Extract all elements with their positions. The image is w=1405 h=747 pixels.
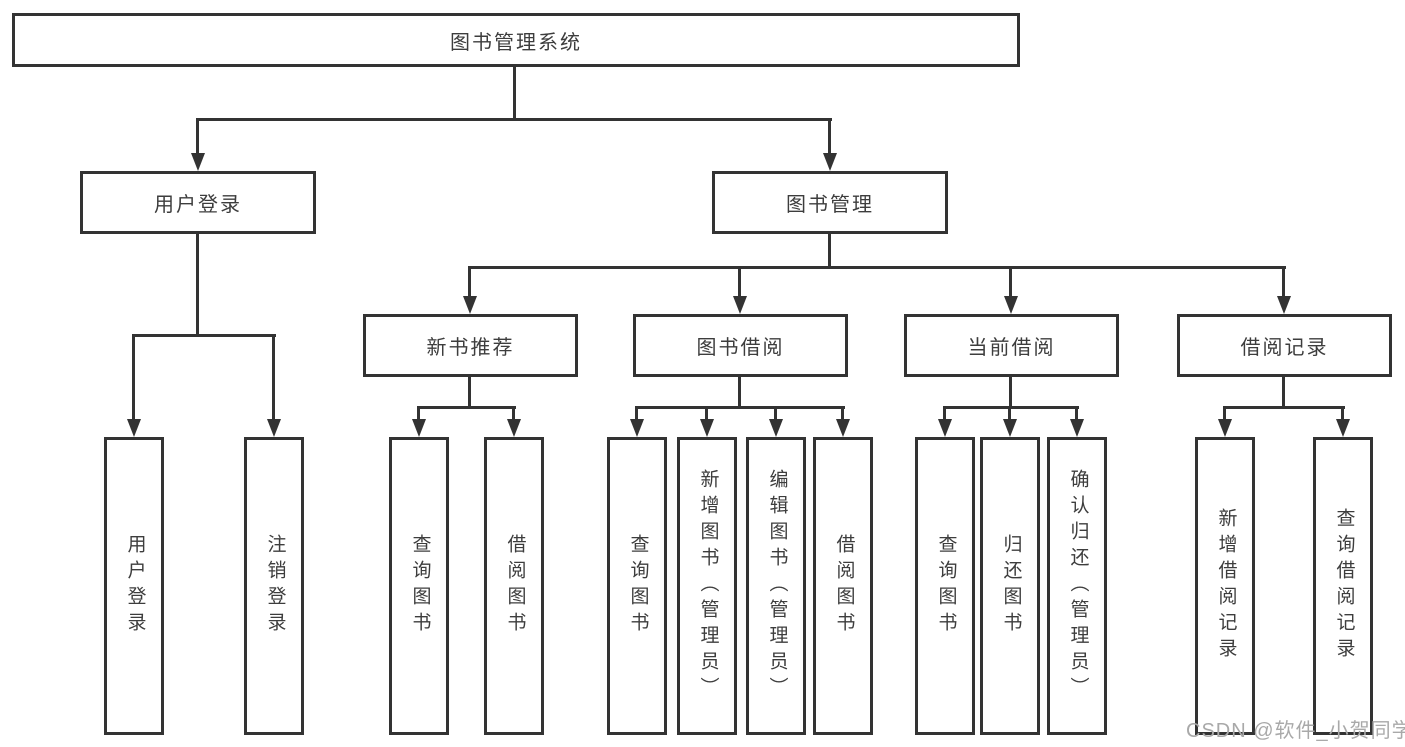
connector-to-new-book bbox=[468, 269, 471, 297]
leaf-label: 借阅图书 bbox=[833, 534, 855, 638]
arrowhead-icon bbox=[267, 419, 281, 437]
connector-leaf-line bbox=[512, 408, 515, 420]
connector-to-book-management bbox=[828, 120, 831, 154]
arrowhead-icon bbox=[938, 419, 952, 437]
connector-borrowing-records-rail bbox=[1223, 406, 1345, 409]
connector-user-login-stem bbox=[196, 234, 199, 336]
node-book-management: 图书管理 bbox=[712, 171, 948, 234]
leaf-label: 查询图书 bbox=[627, 534, 649, 638]
connector-leaf-line bbox=[1008, 408, 1011, 420]
arrowhead-icon bbox=[1336, 419, 1350, 437]
connector-leaf-line bbox=[1341, 408, 1344, 420]
arrowhead-icon bbox=[127, 419, 141, 437]
leaf-label: 查询借阅记录 bbox=[1333, 508, 1355, 664]
arrowhead-icon bbox=[733, 296, 747, 314]
connector-to-borrowing-records bbox=[1282, 269, 1285, 297]
connector-root-stem bbox=[513, 67, 516, 120]
connector-leaf-line bbox=[774, 408, 777, 420]
arrowhead-icon bbox=[700, 419, 714, 437]
connector-leaf-line bbox=[943, 408, 946, 420]
arrowhead-icon bbox=[1070, 419, 1084, 437]
node-label: 借阅记录 bbox=[1240, 337, 1329, 359]
leaf-label: 查询图书 bbox=[409, 534, 431, 638]
node-label: 用户登录 bbox=[154, 194, 242, 216]
arrowhead-icon bbox=[412, 419, 426, 437]
node-label: 图书管理 bbox=[786, 194, 874, 216]
connector-leaf-line bbox=[635, 408, 638, 420]
leaf-query-books-current: 查询图书 bbox=[915, 437, 975, 735]
connector-to-leaf-login bbox=[132, 336, 135, 420]
leaf-confirm-return-admin: 确认归还（管理员） bbox=[1047, 437, 1107, 735]
leaf-borrow-books-recommend: 借阅图书 bbox=[484, 437, 544, 735]
node-label: 新书推荐 bbox=[426, 337, 515, 359]
arrowhead-icon bbox=[1277, 296, 1291, 314]
connector-book-borrowing-stem bbox=[738, 377, 741, 409]
leaf-label: 查询图书 bbox=[935, 534, 957, 638]
arrowhead-icon bbox=[1004, 296, 1018, 314]
arrowhead-icon bbox=[769, 419, 783, 437]
arrowhead-icon bbox=[507, 419, 521, 437]
connector-leaf-line bbox=[705, 408, 708, 420]
leaf-label: 注销登录 bbox=[264, 534, 286, 638]
leaf-label: 确认归还（管理员） bbox=[1067, 469, 1089, 703]
node-label: 图书管理系统 bbox=[450, 31, 582, 54]
leaf-user-login: 用户登录 bbox=[104, 437, 164, 735]
arrowhead-icon bbox=[823, 153, 837, 171]
leaf-label: 借阅图书 bbox=[504, 534, 526, 638]
leaf-add-books-admin: 新增图书（管理员） bbox=[677, 437, 737, 735]
connector-user-login-rail bbox=[132, 334, 276, 337]
node-borrowing-records: 借阅记录 bbox=[1177, 314, 1392, 377]
connector-level2-rail bbox=[196, 118, 832, 121]
leaf-query-books-borrowing: 查询图书 bbox=[607, 437, 667, 735]
node-library-management-system: 图书管理系统 bbox=[12, 13, 1020, 67]
arrowhead-icon bbox=[191, 153, 205, 171]
connector-current-borrowing-rail bbox=[943, 406, 1079, 409]
leaf-label: 新增借阅记录 bbox=[1215, 508, 1237, 664]
node-book-borrowing: 图书借阅 bbox=[633, 314, 848, 377]
leaf-add-borrow-record: 新增借阅记录 bbox=[1195, 437, 1255, 735]
connector-to-leaf-logout bbox=[272, 336, 275, 420]
connector-new-book-stem bbox=[468, 377, 471, 409]
connector-to-book-borrowing bbox=[738, 269, 741, 297]
arrowhead-icon bbox=[463, 296, 477, 314]
leaf-return-books: 归还图书 bbox=[980, 437, 1040, 735]
arrowhead-icon bbox=[836, 419, 850, 437]
connector-leaf-line bbox=[417, 408, 420, 420]
connector-to-current-borrowing bbox=[1009, 269, 1012, 297]
connector-book-borrowing-rail bbox=[635, 406, 845, 409]
connector-to-user-login bbox=[196, 120, 199, 154]
leaf-label: 新增图书（管理员） bbox=[697, 469, 719, 703]
connector-new-book-rail bbox=[417, 406, 516, 409]
arrowhead-icon bbox=[1003, 419, 1017, 437]
leaf-query-borrow-record: 查询借阅记录 bbox=[1313, 437, 1373, 735]
connector-leaf-line bbox=[1075, 408, 1078, 420]
node-label: 图书借阅 bbox=[696, 337, 785, 359]
leaf-edit-books-admin: 编辑图书（管理员） bbox=[746, 437, 806, 735]
leaf-borrow-books: 借阅图书 bbox=[813, 437, 873, 735]
csdn-watermark: CSDN @软件_小贺同学 bbox=[1186, 720, 1405, 742]
node-user-login: 用户登录 bbox=[80, 171, 316, 234]
connector-borrowing-records-stem bbox=[1282, 377, 1285, 409]
arrowhead-icon bbox=[1218, 419, 1232, 437]
leaf-label: 用户登录 bbox=[124, 534, 146, 638]
leaf-label: 编辑图书（管理员） bbox=[766, 469, 788, 703]
node-label: 当前借阅 bbox=[967, 337, 1056, 359]
connector-current-borrowing-stem bbox=[1009, 377, 1012, 409]
leaf-query-books-recommend: 查询图书 bbox=[389, 437, 449, 735]
connector-leaf-line bbox=[1223, 408, 1226, 420]
connector-level3-rail bbox=[468, 266, 1286, 269]
node-current-borrowing: 当前借阅 bbox=[904, 314, 1119, 377]
leaf-logout: 注销登录 bbox=[244, 437, 304, 735]
arrowhead-icon bbox=[630, 419, 644, 437]
connector-leaf-line bbox=[841, 408, 844, 420]
connector-book-management-stem bbox=[828, 234, 831, 268]
leaf-label: 归还图书 bbox=[1000, 534, 1022, 638]
node-new-book-recommendation: 新书推荐 bbox=[363, 314, 578, 377]
